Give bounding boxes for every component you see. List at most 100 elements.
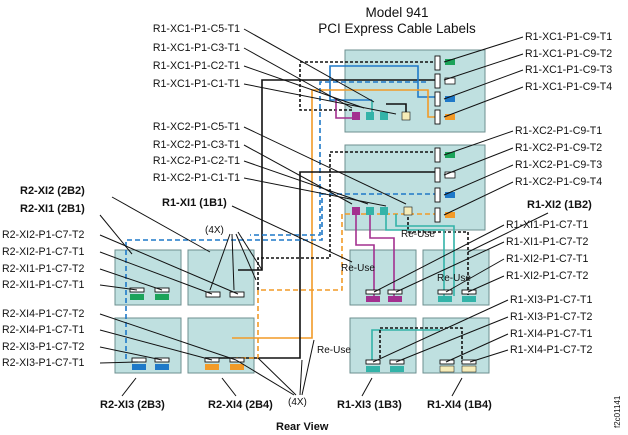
drawer-label-r1-xi1: R1-XI1 (1B1)	[162, 197, 227, 209]
leader-xc2-c2	[243, 160, 369, 205]
leader-r2-xi3-box	[121, 377, 137, 397]
label-xc2-c9-t2: R1-XC2-P1-C9-T2	[515, 142, 602, 154]
port-r1-xi3-t1	[366, 366, 380, 372]
port-xc2-green	[445, 152, 455, 158]
drawer-r2-xi3	[114, 317, 182, 374]
leader-r1-xi3-t2	[395, 316, 509, 363]
drawer-r1-xi3	[349, 317, 417, 374]
leader-r1-xi4-box	[451, 377, 463, 397]
leader-r1-xi1-box	[231, 205, 353, 263]
port-xc2-blue	[445, 192, 455, 198]
label-xc2-c2: R1-XC2-P1-C2-T1	[153, 155, 240, 167]
label-r1-xi2-t2: R1-XI2-P1-C7-T2	[506, 270, 589, 282]
leader-r1-xi1-t2	[395, 241, 505, 293]
leader-xc2-c9-t4	[443, 181, 514, 216]
leader-r2-xi2-box	[111, 196, 211, 253]
port-r2-xi3-t2	[155, 364, 169, 370]
port-r1-xi4-t2	[461, 365, 477, 373]
drawer-label-r2-xi1: R2-XI1 (2B1)	[20, 203, 85, 215]
cable-reuse-teal-1	[385, 214, 445, 296]
port-xc1-c9-t4	[434, 109, 441, 125]
annotation-reuse-2: Re-Use	[341, 263, 375, 274]
label-r2-xi4-t1: R2-XI4-P1-C7-T1	[2, 324, 85, 336]
port-xc2-c9-t4	[434, 207, 441, 223]
leader-r2-xi4-box	[221, 377, 237, 397]
port-xc2-c3	[366, 207, 374, 215]
leader-xc1-c9-t4	[443, 86, 524, 118]
leader-r2-xi4-t1	[99, 329, 213, 361]
port-r2-xi2-t2	[229, 291, 245, 298]
port-xc2-c5	[352, 207, 360, 215]
label-r2-xi2-t1: R2-XI2-P1-C7-T1	[2, 246, 85, 258]
port-r2-xi1-t2	[155, 294, 169, 300]
leader-r2-xi3-t2	[99, 346, 163, 361]
cable-xc1-orange	[232, 89, 438, 339]
cable-xc1-magenta	[335, 98, 356, 119]
leader-xc1-c1	[243, 83, 397, 115]
cable-reuse-magenta-1	[355, 215, 375, 298]
label-xc2-c9-t4: R1-XC2-P1-C9-T4	[515, 176, 602, 188]
figure-id: f2c01141	[613, 395, 622, 428]
label-xc1-c3: R1-XC1-P1-C3-T1	[153, 42, 240, 54]
cable-xc2-reuse	[407, 212, 469, 296]
leader-lines	[99, 28, 549, 397]
leader-4x-bottom-1	[235, 359, 295, 396]
label-xc1-c1: R1-XC1-P1-C1-T1	[153, 78, 240, 90]
leader-4x-top-3	[235, 233, 257, 281]
leader-r1-xi2-box	[467, 212, 549, 253]
drawer-label-r1-xi4: R1-XI4 (1B4)	[427, 399, 492, 411]
leader-xc2-c5	[243, 126, 407, 205]
drawer-label-r2-xi3: R2-XI3 (2B3)	[100, 399, 165, 411]
drawer-label-r1-xi3: R1-XI3 (1B3)	[337, 399, 402, 411]
label-xc2-c5: R1-XC2-P1-C5-T1	[153, 121, 240, 133]
leader-xc1-c9-t1	[443, 36, 524, 63]
cable-reuse-black-4	[379, 327, 463, 362]
label-xc2-c3: R1-XC2-P1-C3-T1	[153, 139, 240, 151]
port-r1-xi1-t1-top	[365, 289, 381, 295]
port-xc1-c9-t3	[434, 91, 441, 107]
label-r1-xi1-t1: R1-XI1-P1-C7-T1	[506, 219, 589, 231]
port-xc2-c9-t2	[434, 167, 441, 183]
label-r2-xi1-t2: R2-XI1-P1-C7-T2	[2, 263, 85, 275]
cable-reuse-magenta-2	[369, 215, 395, 298]
leader-r2-xi1-t1	[99, 284, 138, 291]
leader-r1-xi2-t2	[467, 275, 505, 293]
drawer-r1-xi4	[422, 317, 490, 374]
label-xc1-c5: R1-XC1-P1-C5-T1	[153, 23, 240, 35]
leader-r2-xi2-t1	[99, 251, 213, 295]
port-group	[129, 55, 477, 373]
annotation-4x-top: (4X)	[205, 225, 224, 236]
port-r1-xi2-t2	[462, 296, 476, 302]
leader-r2-xi3-t1	[99, 361, 139, 364]
drawer-label-r2-xi4: R2-XI4 (2B4)	[208, 399, 273, 411]
cable-xc1-t2	[238, 79, 438, 271]
drawer-r1-xi2	[422, 249, 490, 306]
leader-xc1-c9-t2	[443, 53, 524, 81]
leader-xc1-c9-t3	[443, 69, 524, 100]
label-r2-xi2-t2: R2-XI2-P1-C7-T2	[2, 229, 85, 241]
port-r1-xi2-t1	[438, 296, 452, 302]
leader-r2-xi4-t2	[99, 313, 237, 361]
port-xc1-c2	[380, 112, 388, 120]
label-r2-xi3-t2: R2-XI3-P1-C7-T2	[2, 341, 85, 353]
drawer-label-r2-xi2: R2-XI2 (2B2)	[20, 185, 85, 197]
label-r2-xi3-t1: R2-XI3-P1-C7-T1	[2, 357, 85, 369]
leader-xc2-c3	[243, 144, 353, 205]
port-r2-xi4-t2-top	[229, 357, 245, 363]
label-r1-xi1-t2: R1-XI1-P1-C7-T2	[506, 236, 589, 248]
port-r2-xi4-t1	[205, 364, 219, 370]
port-r1-xi1-t2	[388, 296, 402, 302]
leader-xc2-c9-t2	[443, 147, 514, 176]
label-xc2-c9-t3: R1-XC2-P1-C9-T3	[515, 159, 602, 171]
annotation-reuse-3: Re-Use	[437, 273, 471, 284]
leader-r1-xi4-t1	[445, 333, 509, 363]
label-xc2-c9-t1: R1-XC2-P1-C9-T1	[515, 125, 602, 137]
leader-r1-xi1-t1	[373, 224, 505, 293]
leader-r1-xi4-t2	[469, 349, 509, 363]
title-model: Model 941	[365, 5, 428, 20]
drawer-xc2	[344, 144, 486, 231]
annotation-4x-bottom: (4X)	[288, 397, 307, 408]
leader-r1-xi3-box	[361, 377, 373, 397]
port-r1-xi4-t2-top	[461, 359, 477, 365]
